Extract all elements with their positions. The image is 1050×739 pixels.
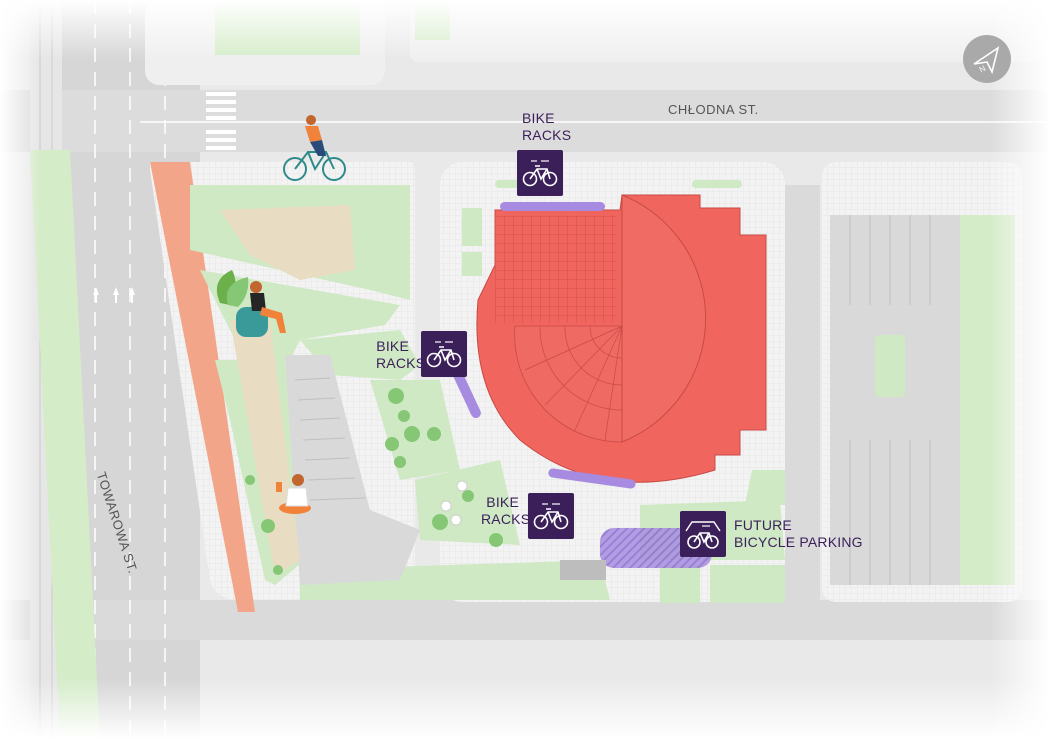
- marker-label-line2: RACKS: [522, 127, 572, 143]
- marker-label-line2: BICYCLE PARKING: [734, 534, 863, 550]
- marker-label-west: BIKE RACKS: [376, 338, 426, 372]
- parking-island: [875, 335, 905, 397]
- parking-east: [830, 215, 960, 585]
- marker-label-line1: BIKE: [376, 338, 409, 354]
- parking-lines-west: [294, 377, 366, 501]
- marker-label-line2: RACKS: [376, 355, 426, 371]
- crosswalk: [206, 92, 236, 150]
- east-green: [960, 215, 1015, 585]
- marker-label-south: BIKE RACKS: [481, 494, 531, 528]
- bike-racks-marker-south[interactable]: [528, 493, 574, 539]
- bicycle-icon: [533, 503, 569, 530]
- marker-label-north: BIKE RACKS: [522, 110, 571, 144]
- cyclist-illustration: [283, 115, 346, 181]
- parking-lines-east: [849, 215, 931, 585]
- person-reading-illustration: [216, 270, 286, 337]
- rack-zones: [453, 202, 636, 489]
- rack-zone-south: [548, 468, 636, 489]
- bicycle-icon: [426, 341, 462, 368]
- rack-zone-north: [500, 202, 605, 211]
- marker-label-line1: BIKE: [522, 110, 555, 126]
- marker-label-future: FUTURE BICYCLE PARKING: [734, 517, 863, 551]
- bike-lane: [150, 162, 255, 612]
- compass-letter: N: [978, 64, 988, 75]
- person-laptop-illustration: [276, 474, 311, 514]
- south-road: [0, 600, 1050, 640]
- bike-racks-marker-west[interactable]: [421, 331, 467, 377]
- future-bicycle-parking-marker[interactable]: [680, 511, 726, 557]
- street-label-chlodna: CHŁODNA ST.: [668, 102, 759, 117]
- compass: N: [963, 35, 1011, 83]
- west-green-strip: [30, 150, 100, 739]
- east-road: [780, 185, 820, 635]
- arena-building: [476, 194, 767, 483]
- marker-label-line1: FUTURE: [734, 517, 792, 533]
- arena-radial-lines: [524, 325, 623, 441]
- bike-racks-marker-north[interactable]: [517, 150, 563, 196]
- parking-west: [285, 355, 420, 585]
- chlodna-road: [0, 90, 1050, 152]
- north-arrow-icon: [973, 46, 1000, 75]
- bicycle-icon: [522, 160, 558, 187]
- marker-label-line2: RACKS: [481, 511, 531, 527]
- arena-roof-grid: [495, 215, 617, 323]
- trees: [245, 388, 503, 575]
- rack-zone-west: [453, 369, 481, 419]
- covered-bicycle-icon: [685, 521, 721, 549]
- marker-label-line1: BIKE: [486, 494, 519, 510]
- ramp: [560, 560, 606, 580]
- umbrellas: [440, 480, 468, 526]
